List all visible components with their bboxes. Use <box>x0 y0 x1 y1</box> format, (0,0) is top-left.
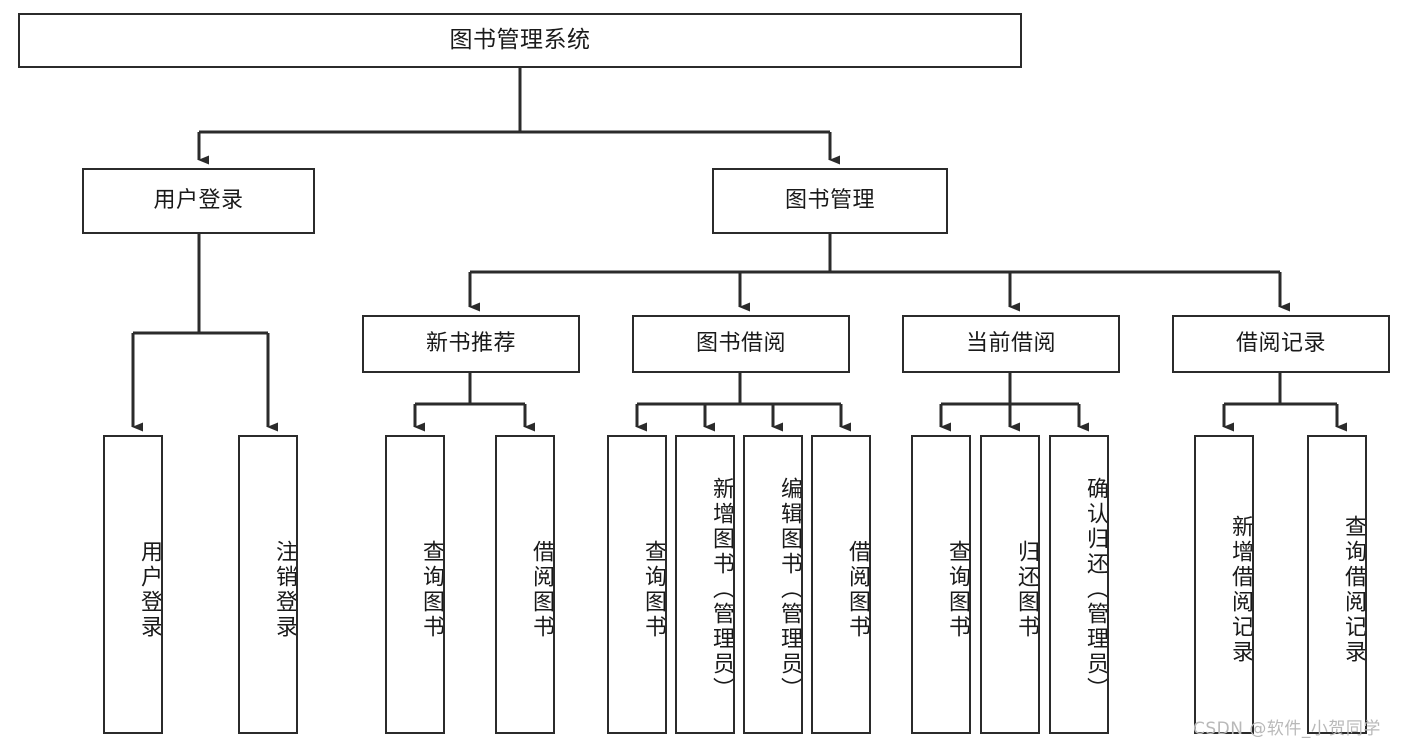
node-leaf-cb-return-book-label: 归还图书 <box>1014 539 1039 640</box>
node-leaf-nb-borrow-book-label: 借阅图书 <box>529 539 554 640</box>
node-leaf-br-add-record-label: 新增借阅记录 <box>1228 514 1253 665</box>
node-current-borrow[interactable]: 当前借阅 <box>902 315 1120 373</box>
node-leaf-br-add-record[interactable]: 新增借阅记录 <box>1194 435 1254 734</box>
node-book-borrow[interactable]: 图书借阅 <box>632 315 850 373</box>
csdn-watermark: CSDN @软件_小贺同学 <box>1193 714 1381 739</box>
node-root-label: 图书管理系统 <box>449 26 591 53</box>
node-leaf-bb-edit-book[interactable]: 编辑图书（管理员） <box>743 435 803 734</box>
node-book-borrow-label: 图书借阅 <box>695 330 786 356</box>
node-leaf-br-query-record[interactable]: 查询借阅记录 <box>1307 435 1367 734</box>
node-leaf-bb-query-book[interactable]: 查询图书 <box>607 435 667 734</box>
node-leaf-bb-add-book-label: 新增图书（管理员） <box>709 477 734 702</box>
node-leaf-cb-return-book[interactable]: 归还图书 <box>980 435 1040 734</box>
node-new-book-recommend[interactable]: 新书推荐 <box>362 315 580 373</box>
node-leaf-cb-query-book-label: 查询图书 <box>945 539 970 640</box>
node-leaf-nb-query-book-label: 查询图书 <box>419 539 444 640</box>
node-user-login-label: 用户登录 <box>153 187 244 213</box>
node-leaf-logout-label: 注销登录 <box>272 539 297 640</box>
node-book-management-label: 图书管理 <box>784 187 875 213</box>
node-leaf-cb-query-book[interactable]: 查询图书 <box>911 435 971 734</box>
node-leaf-logout[interactable]: 注销登录 <box>238 435 298 734</box>
node-user-login[interactable]: 用户登录 <box>82 168 315 234</box>
node-leaf-bb-edit-book-label: 编辑图书（管理员） <box>777 477 802 702</box>
node-leaf-bb-add-book[interactable]: 新增图书（管理员） <box>675 435 735 734</box>
node-current-borrow-label: 当前借阅 <box>965 330 1056 356</box>
node-leaf-br-query-record-label: 查询借阅记录 <box>1341 514 1366 665</box>
node-leaf-bb-borrow-book-label: 借阅图书 <box>845 539 870 640</box>
node-leaf-nb-borrow-book[interactable]: 借阅图书 <box>495 435 555 734</box>
node-new-book-recommend-label: 新书推荐 <box>425 330 516 356</box>
node-book-management[interactable]: 图书管理 <box>712 168 948 234</box>
node-borrow-record-label: 借阅记录 <box>1235 330 1326 356</box>
node-leaf-user-login[interactable]: 用户登录 <box>103 435 163 734</box>
node-borrow-record[interactable]: 借阅记录 <box>1172 315 1390 373</box>
node-leaf-cb-confirm-return[interactable]: 确认归还（管理员） <box>1049 435 1109 734</box>
node-leaf-cb-confirm-return-label: 确认归还（管理员） <box>1083 477 1108 702</box>
node-leaf-user-login-label: 用户登录 <box>137 539 162 640</box>
node-leaf-bb-query-book-label: 查询图书 <box>641 539 666 640</box>
node-leaf-nb-query-book[interactable]: 查询图书 <box>385 435 445 734</box>
csdn-watermark-text: CSDN @软件_小贺同学 <box>1193 719 1381 739</box>
node-root-book-management-system[interactable]: 图书管理系统 <box>18 13 1022 68</box>
node-leaf-bb-borrow-book[interactable]: 借阅图书 <box>811 435 871 734</box>
